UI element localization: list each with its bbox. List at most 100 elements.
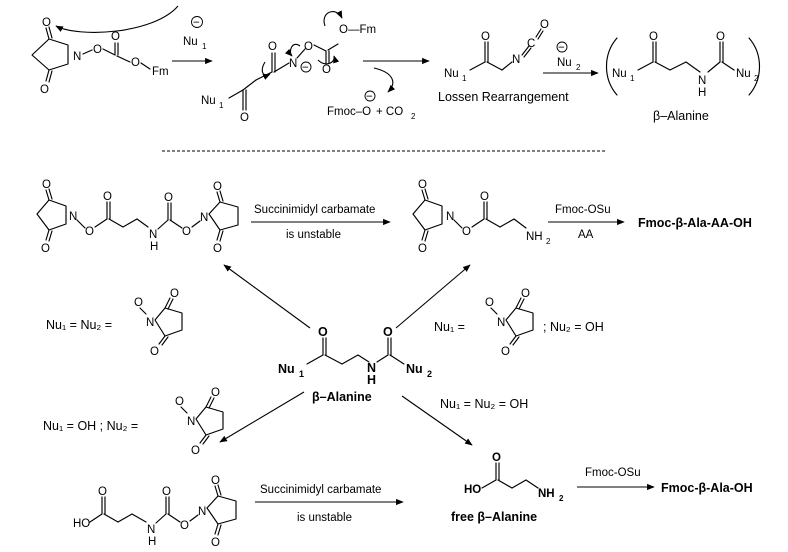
svg-text:O: O <box>492 452 501 464</box>
svg-text:O: O <box>322 64 331 76</box>
condition-nu1-oh-nu2: Nu₁ = OH ; Nu₂ = <box>43 419 138 433</box>
condition-nu1-nu2-oh: Nu₁ = Nu₂ = OH <box>440 397 528 411</box>
fmoc-o-co2: − Fmoc–O + CO 2 <box>327 90 416 121</box>
svg-text:O: O <box>240 112 249 124</box>
product-fmoc-beta-ala-oh: Fmoc-β-Ala-OH <box>661 481 753 495</box>
condition-nu1-eq: Nu₁ = <box>434 320 465 334</box>
curved-arrow <box>261 61 271 80</box>
svg-text:O: O <box>418 243 427 255</box>
svg-text:2: 2 <box>559 494 564 503</box>
svg-text:−: − <box>193 17 200 29</box>
lossen-rearrangement-label: Lossen Rearrangement <box>438 90 569 104</box>
svg-text:O: O <box>98 486 107 498</box>
svg-text:N: N <box>147 524 155 536</box>
beta-alanine-center-label: β–Alanine <box>312 390 372 404</box>
svg-text:O: O <box>304 41 313 53</box>
svg-text:H: H <box>698 87 706 99</box>
aa-label: AA <box>578 229 594 241</box>
svg-text:O: O <box>164 192 173 204</box>
free-beta-alanine-label: free β–Alanine <box>451 510 537 524</box>
fm-label: Fm <box>152 66 169 78</box>
curved-arrow <box>317 55 340 65</box>
succinimidyl-carbamate-label: Succinimidyl carbamate <box>254 204 375 216</box>
svg-text:2: 2 <box>427 369 432 379</box>
svg-text:2: 2 <box>546 237 551 246</box>
svg-text:N: N <box>512 54 520 66</box>
svg-text:N: N <box>69 211 77 223</box>
svg-text:O: O <box>213 181 222 193</box>
svg-text:O: O <box>480 191 489 203</box>
svg-text:2: 2 <box>411 112 416 121</box>
svg-text:O: O <box>716 31 725 43</box>
svg-text:O: O <box>191 445 200 457</box>
free-beta-alanine: HO O NH 2 <box>464 452 564 503</box>
svg-text:HO: HO <box>464 484 481 496</box>
nu2-nucleophile: − Nu 2 <box>556 41 581 72</box>
beta-alanine-top-label: β–Alanine <box>653 109 709 123</box>
svg-text:O: O <box>418 179 427 191</box>
svg-text:O: O <box>103 191 112 203</box>
svg-text:1: 1 <box>219 101 224 110</box>
svg-text:N: N <box>446 211 454 223</box>
svg-text:O: O <box>211 387 220 399</box>
svg-text:O: O <box>42 179 51 191</box>
svg-text:O: O <box>162 486 171 498</box>
svg-text:Nu: Nu <box>557 57 572 69</box>
svg-text:O: O <box>150 346 159 358</box>
curved-arrow <box>55 5 179 33</box>
svg-text:O: O <box>540 19 549 31</box>
svg-text:2: 2 <box>754 74 759 83</box>
beta-alanine-top: Nu 1 O N H O Nu 2 <box>606 31 760 99</box>
svg-text:Nu: Nu <box>612 68 627 80</box>
svg-text:O: O <box>318 325 328 339</box>
svg-text:−: − <box>558 42 565 54</box>
beta-alanine-center: Nu 1 O N H O Nu 2 <box>278 325 432 387</box>
svg-text:O: O <box>134 297 143 309</box>
svg-text:O: O <box>485 297 494 309</box>
atom-n: N <box>73 51 81 63</box>
svg-text:O: O <box>383 325 393 339</box>
svg-text:N: N <box>497 317 505 329</box>
svg-text:O: O <box>180 520 189 532</box>
svg-text:O: O <box>85 226 94 238</box>
svg-text:Nu: Nu <box>444 68 459 80</box>
svg-text:N: N <box>187 416 195 428</box>
svg-text:Nu: Nu <box>201 95 216 107</box>
curved-arrow <box>373 67 396 93</box>
svg-text:H: H <box>367 373 376 387</box>
svg-text:2: 2 <box>576 63 581 72</box>
svg-text:NH: NH <box>538 488 555 500</box>
fmoc-osu-label: Fmoc-OSu <box>585 467 641 479</box>
svg-text:O: O <box>211 475 220 487</box>
svg-text:N: N <box>198 506 206 518</box>
svg-text:1: 1 <box>202 42 207 51</box>
svg-text:1: 1 <box>299 369 304 379</box>
curved-arrow <box>284 43 301 57</box>
hooc-beta-ala-nhs-carbamate: HO O N H O O N O O <box>73 475 237 549</box>
svg-text:O: O <box>268 41 277 53</box>
nhs-beta-alanine: O O N O O NH 2 <box>412 179 551 255</box>
o-fm-label: O—Fm <box>339 24 376 36</box>
svg-text:−: − <box>366 91 373 103</box>
svg-text:O: O <box>462 226 471 238</box>
svg-text:HO: HO <box>73 518 90 530</box>
is-unstable-label: is unstable <box>297 512 352 524</box>
svg-text:Nu: Nu <box>183 36 198 48</box>
arrow-to-bottom-right <box>401 395 473 446</box>
is-unstable-label: is unstable <box>286 229 341 241</box>
svg-text:Nu: Nu <box>736 68 751 80</box>
svg-text:NH: NH <box>526 231 543 243</box>
isocyanate: Nu 1 O N C O <box>444 19 549 83</box>
svg-text:N: N <box>200 212 208 224</box>
svg-text:+ CO: + CO <box>376 106 403 118</box>
svg-text:C: C <box>527 38 535 50</box>
svg-text:O: O <box>213 243 222 255</box>
atom-o: O <box>42 17 51 29</box>
svg-text:O: O <box>211 537 220 549</box>
atom-o: O <box>93 44 102 56</box>
nhs-substituent: O N O O <box>485 288 534 358</box>
svg-text:N: N <box>289 58 297 70</box>
svg-text:O: O <box>649 31 658 43</box>
arrow-to-top-left <box>223 264 311 329</box>
